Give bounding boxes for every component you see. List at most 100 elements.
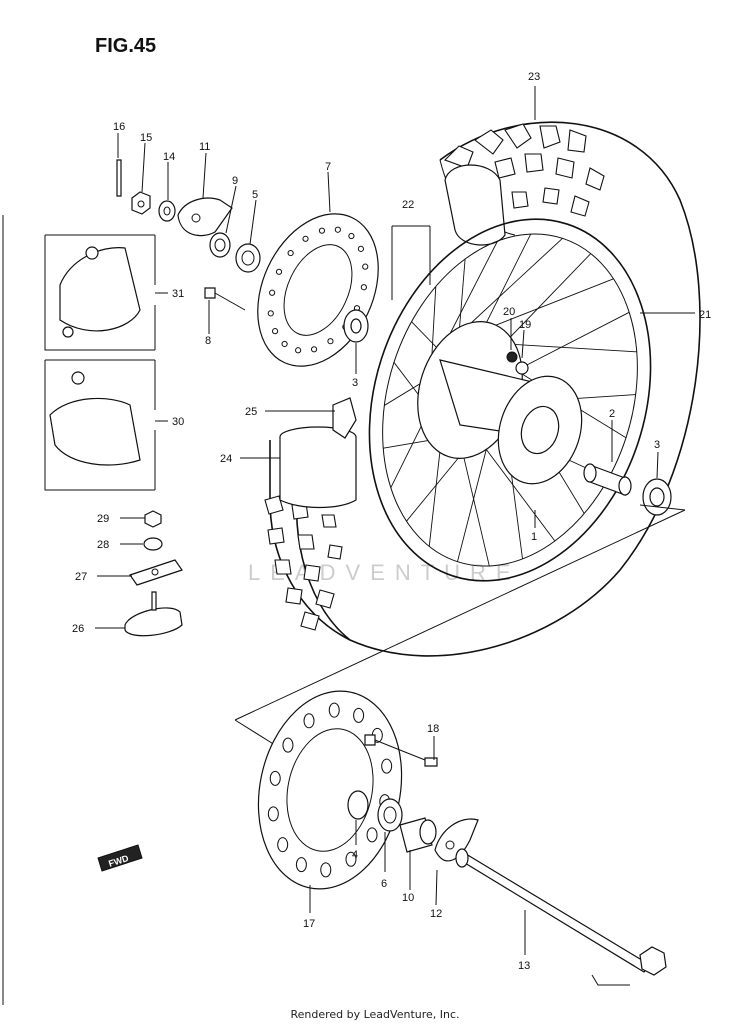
disc-hole (302, 235, 309, 242)
figure-title: FIG.45 (95, 35, 156, 57)
callout-3-right: 3 (654, 439, 660, 451)
disc-hole (287, 249, 294, 257)
callout-25: 25 (245, 406, 257, 418)
callout-18: 18 (427, 723, 439, 735)
disc-hole (281, 340, 288, 348)
callout-1: 1 (531, 531, 537, 543)
cotter-pin-16 (116, 159, 122, 197)
brake-disc-7 (257, 213, 379, 367)
spoke (497, 253, 592, 351)
disc-hole (362, 263, 369, 270)
spoke (508, 311, 630, 375)
sprocket-hole (269, 770, 281, 786)
callout-labels: 16 15 14 11 9 5 7 8 3 22 23 21 20 19 2 3… (72, 71, 711, 972)
rear-sprocket-17 (257, 690, 403, 890)
tire-tread-bottom (264, 495, 343, 631)
sprocket-hole (328, 702, 340, 718)
callout-20: 20 (503, 306, 515, 318)
nut-15 (131, 191, 151, 215)
washer-28 (143, 537, 163, 551)
callout-31: 31 (172, 288, 184, 300)
footer-credit: Rendered by LeadVenture, Inc. (290, 1008, 460, 1021)
callout-11: 11 (199, 141, 210, 153)
callout-19: 19 (519, 319, 531, 331)
spoke (458, 258, 466, 338)
oil-seal-6 (377, 798, 403, 832)
callout-28: 28 (97, 539, 109, 551)
rear-axle-13 (455, 848, 667, 986)
callout-10: 10 (402, 892, 414, 904)
callout-26: 26 (72, 623, 84, 635)
callout-22: 22 (402, 199, 414, 211)
caliper-bracket-11 (177, 197, 233, 237)
chain-guard-box-30 (44, 359, 156, 491)
disc-hole (269, 289, 276, 296)
callout-4: 4 (352, 849, 358, 861)
callout-9: 9 (232, 175, 238, 187)
callout-17: 17 (303, 918, 315, 930)
callout-12: 12 (430, 908, 442, 920)
callout-16: 16 (113, 121, 125, 133)
tube-cutaway-23 (444, 164, 506, 246)
disc-hole (348, 232, 355, 240)
disc-hole (295, 347, 302, 354)
rim-lock-26 (124, 591, 183, 637)
part-25 (332, 397, 357, 439)
callout-14: 14 (163, 151, 175, 163)
forward-arrow-icon: FWD (97, 844, 143, 872)
rim-lock-27 (129, 559, 183, 586)
spoke (480, 442, 556, 542)
axle-spacer-2 (583, 463, 632, 496)
callout-15: 15 (140, 132, 152, 144)
bearing-3-right (642, 478, 672, 516)
callout-21: 21 (699, 309, 711, 321)
sprocket-assembly-guide (234, 509, 686, 746)
spoke (460, 443, 490, 567)
callout-8: 8 (205, 335, 211, 347)
callout-29: 29 (97, 513, 109, 525)
sprocket-hole (381, 758, 393, 774)
disc-hole (267, 310, 274, 317)
callout-30: 30 (172, 416, 184, 428)
disc-hole (275, 268, 283, 275)
leader-lines (95, 86, 695, 955)
callout-6: 6 (381, 878, 387, 890)
sprocket-hole (282, 737, 294, 753)
bearing-3-left (343, 309, 369, 343)
spoke (479, 233, 532, 337)
callout-13: 13 (518, 960, 530, 972)
sprocket-hole (366, 827, 378, 843)
disc-hole (310, 346, 318, 353)
disc-hole (327, 338, 334, 345)
sprocket-hole (295, 857, 307, 873)
spoke (457, 438, 490, 562)
collar-9 (209, 232, 231, 258)
sprocket-hole (267, 806, 279, 822)
sprocket-hole (320, 862, 332, 878)
sprocket-hole (303, 713, 315, 729)
bearing-4 (347, 790, 369, 820)
sprocket-hole (345, 851, 357, 867)
disc-hole (357, 245, 365, 252)
washer-14 (158, 200, 176, 222)
disc-hole (318, 227, 326, 234)
callout-5: 5 (252, 189, 258, 201)
tire-cutaway-24 (279, 426, 357, 509)
disc-hole (360, 284, 367, 291)
sprocket-hole (353, 707, 365, 723)
callout-27: 27 (75, 571, 87, 583)
wheel-hub-1 (417, 321, 583, 485)
callout-23: 23 (528, 71, 540, 83)
disc-hole (334, 226, 341, 233)
bolt-8 (204, 287, 246, 311)
callout-24: 24 (220, 453, 232, 465)
nut-29 (144, 510, 162, 528)
spacer-10 (399, 817, 437, 853)
spoke-nipple-20 (506, 351, 518, 363)
chain-guard-box-31 (44, 234, 156, 351)
oil-seal-5 (235, 243, 261, 273)
callout-2: 2 (609, 408, 615, 420)
callout-7: 7 (325, 161, 331, 173)
chain-adjuster-12 (434, 818, 479, 862)
